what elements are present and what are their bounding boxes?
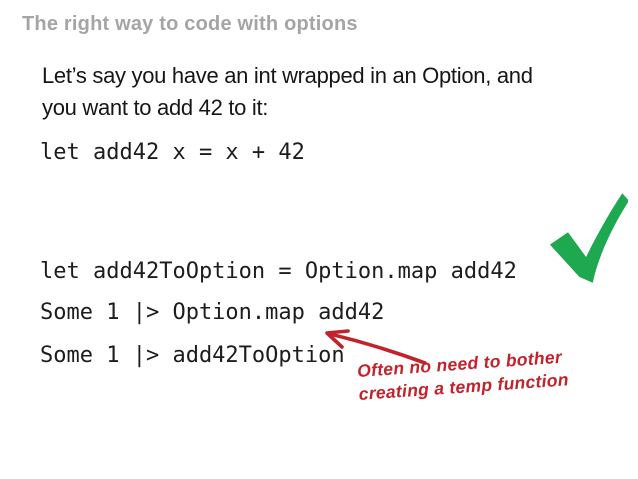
intro-line-1: Let’s say you have an int wrapped in an …	[42, 63, 533, 88]
intro-text: Let’s say you have an int wrapped in an …	[42, 60, 533, 124]
code-temp-function-line-1: let add42ToOption = Option.map add42	[40, 259, 517, 284]
arrow-icon	[325, 329, 427, 365]
intro-line-2: you want to add 42 to it:	[42, 95, 269, 120]
code-temp-function-example: let add42ToOption = Option.map add42 Som…	[40, 202, 517, 426]
slide-title: The right way to code with options	[22, 13, 358, 35]
code-temp-function-line-2: Some 1 |> add42ToOption	[40, 343, 345, 368]
code-define-add42: let add42 x = x + 42	[40, 140, 305, 165]
code-inline-example: Some 1 |> Option.map add42	[40, 300, 385, 325]
checkmark-icon	[549, 193, 628, 283]
